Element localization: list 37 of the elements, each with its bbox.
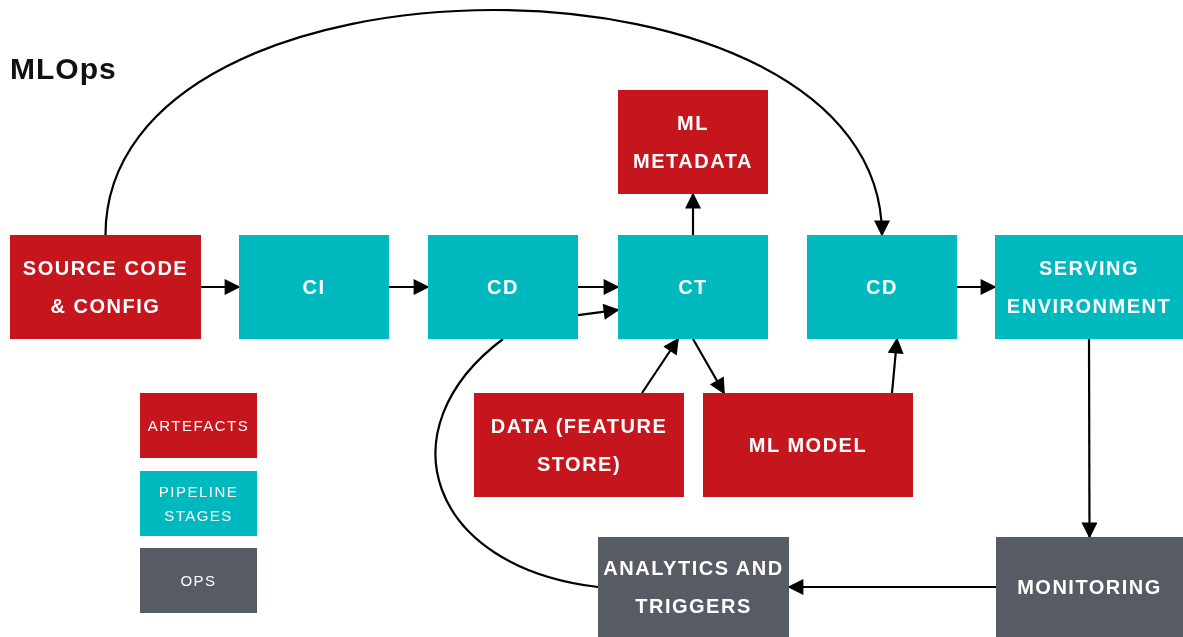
arrow: [104, 9, 887, 237]
arrow: [201, 279, 241, 295]
diagram-title: MLOps: [10, 52, 117, 86]
arrow: [577, 303, 620, 320]
stage-box: [239, 235, 389, 339]
stage-box: [618, 235, 768, 339]
artefact-box: [703, 393, 913, 497]
artefact-box: [10, 235, 201, 339]
arrow: [692, 338, 725, 395]
arrow: [578, 279, 620, 295]
legend-label: ARTEFACTS: [147, 415, 250, 436]
node-label: CI: [302, 275, 326, 300]
node-label: CD: [487, 275, 519, 300]
stage-box: [995, 235, 1183, 339]
node-label: SERVING ENVIRONMENT: [1005, 256, 1173, 319]
node-label: ANALYTICS AND TRIGGERS: [602, 556, 785, 619]
node-label: CT: [678, 275, 708, 300]
node-label: ML METADATA: [632, 111, 754, 174]
stage-box: [807, 235, 957, 339]
arrow: [685, 192, 701, 235]
node-label: MONITORING: [1017, 575, 1162, 600]
arrow: [887, 337, 904, 394]
arrow: [1081, 339, 1098, 539]
node-label: DATA (FEATURE STORE): [489, 414, 669, 477]
legend-label: PIPELINE STAGES: [157, 481, 240, 526]
stage-box: [428, 235, 578, 339]
artefact-box: [474, 393, 684, 497]
artefact-box: [618, 90, 768, 194]
ops-box: [598, 537, 789, 637]
arrow: [957, 279, 997, 295]
node-label: ML MODEL: [748, 433, 868, 458]
ops-box: [996, 537, 1183, 637]
node-label: SOURCE CODE & CONFIG: [21, 256, 190, 319]
arrow: [389, 279, 430, 295]
node-label: CD: [866, 275, 898, 300]
legend-label: OPS: [180, 570, 217, 591]
arrow: [641, 337, 679, 394]
